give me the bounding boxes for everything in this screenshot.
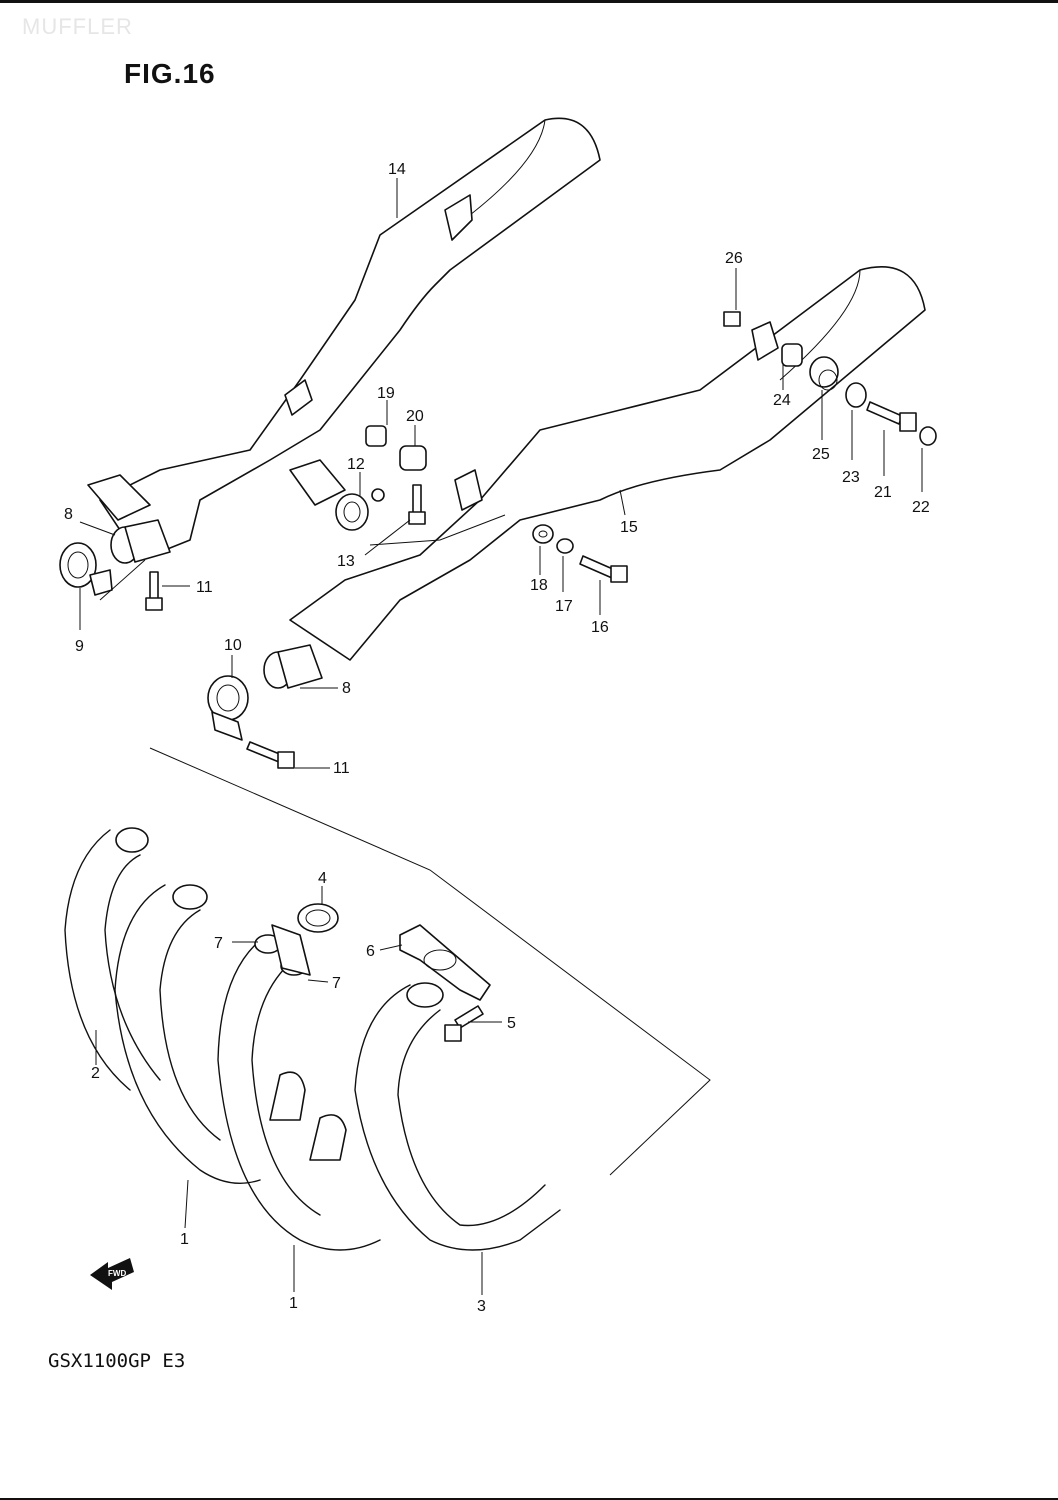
clamp-part-12[interactable] (335, 488, 385, 531)
label-13: 13 (337, 553, 355, 570)
label-3: 3 (477, 1298, 486, 1315)
label-18: 18 (530, 577, 548, 594)
bolt-part-16[interactable] (579, 555, 628, 583)
label-21: 21 (874, 484, 892, 501)
exhaust-pipe-part-1-lower[interactable] (217, 944, 381, 1251)
label-6: 6 (366, 943, 375, 960)
label-2: 2 (91, 1065, 100, 1082)
reference-lines (99, 514, 711, 1176)
label-14: 14 (388, 161, 406, 178)
cap-part-22[interactable] (919, 426, 937, 446)
label-8-lower: 8 (342, 680, 351, 697)
tube-part-8-upper[interactable] (110, 519, 171, 564)
label-17: 17 (555, 598, 573, 615)
section-title: MUFFLER (22, 14, 133, 39)
leader-lines (79, 178, 923, 1295)
label-1-upper: 1 (180, 1231, 189, 1248)
collar-part-24[interactable] (781, 343, 803, 367)
flange-part-6[interactable] (399, 924, 491, 1001)
bolt-part-21[interactable] (866, 401, 917, 432)
label-20: 20 (406, 408, 424, 425)
exhaust-pipe-part-3[interactable] (354, 982, 561, 1251)
figure-title: FIG.16 (124, 58, 216, 89)
forward-arrow-icon: FWD (90, 1258, 134, 1290)
washer-part-23[interactable] (845, 382, 867, 408)
connector-left (87, 459, 346, 521)
label-10: 10 (224, 637, 242, 654)
label-25: 25 (812, 446, 830, 463)
bolt-part-11-upper[interactable] (145, 571, 163, 611)
clamp-part-10[interactable] (207, 675, 249, 741)
label-24: 24 (773, 392, 791, 409)
tube-part-8-lower[interactable] (263, 644, 323, 689)
label-7-right: 7 (332, 975, 341, 992)
label-23: 23 (842, 469, 860, 486)
gasket-part-4[interactable] (297, 903, 339, 933)
label-1-lower: 1 (289, 1295, 298, 1312)
fwd-label: FWD (108, 1269, 126, 1278)
exhaust-pipe-part-2[interactable] (64, 827, 161, 1091)
bolt-part-11-lower[interactable] (246, 741, 295, 769)
label-15: 15 (620, 519, 638, 536)
part-labels: 14 26 19 20 24 12 25 23 21 22 8 15 13 18… (64, 161, 930, 1315)
bolt-part-13[interactable] (408, 484, 426, 525)
label-19: 19 (377, 385, 395, 402)
label-8-upper: 8 (64, 506, 73, 523)
label-4: 4 (318, 870, 327, 887)
muffler-left-part-14[interactable] (99, 117, 601, 561)
label-7-left: 7 (214, 935, 223, 952)
bushing-part-19[interactable] (365, 425, 387, 447)
muffler-right-part-15[interactable] (289, 266, 926, 661)
label-22: 22 (912, 499, 930, 516)
bushing-part-20[interactable] (399, 445, 427, 471)
model-code: GSX1100GP E3 (48, 1350, 186, 1372)
washer-part-17[interactable] (556, 538, 574, 554)
label-11-upper: 11 (196, 579, 213, 596)
label-9: 9 (75, 638, 84, 655)
label-5: 5 (507, 1015, 516, 1032)
exhaust-pipe-part-1-upper[interactable] (114, 884, 261, 1185)
bolt-part-5[interactable] (444, 1005, 484, 1042)
label-26: 26 (725, 250, 743, 267)
label-12: 12 (347, 456, 365, 473)
clamp-part-9[interactable] (59, 542, 113, 596)
rubber-part-25[interactable] (809, 356, 839, 391)
nut-part-26[interactable] (723, 311, 741, 327)
washer-part-18[interactable] (532, 524, 554, 544)
label-11-lower: 11 (333, 760, 350, 777)
label-16: 16 (591, 619, 609, 636)
retainer-part-7[interactable] (254, 924, 311, 976)
